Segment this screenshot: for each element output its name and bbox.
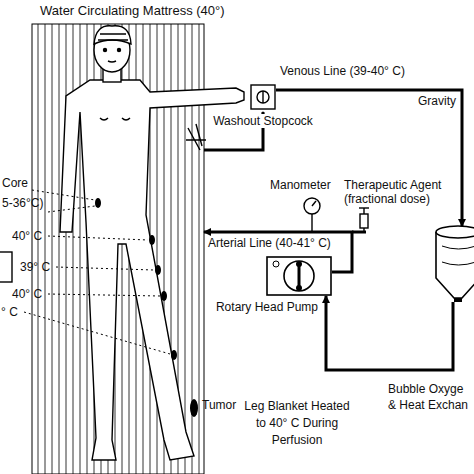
annotation-label: 40° C — [12, 287, 42, 301]
annotation-label: Core — [2, 176, 28, 190]
component-label: & Heat Exchan — [388, 398, 468, 412]
component-label: Rotary Head Pump — [216, 300, 318, 314]
syringe — [359, 208, 369, 232]
component-node: Bubble Oxyge& Heat Exchan — [432, 222, 474, 302]
manometer-gauge — [304, 198, 320, 232]
component-node: Rotary Head Pump — [266, 256, 332, 296]
annotation-label: ° C — [1, 305, 18, 319]
temperature-probes — [95, 198, 198, 417]
annotation-label: Water Circulating Mattress (40°) — [40, 4, 225, 18]
component-label: Washout Stopcock — [211, 114, 315, 128]
line-label: Venous Line (39-40° C) — [280, 64, 405, 78]
component-label: Bubble Oxyge — [388, 382, 463, 396]
annotation-label: 39° C — [20, 260, 50, 274]
annotation-label: Therapeutic Agent (fractional dose) — [344, 178, 468, 206]
perfusion-line — [326, 296, 453, 370]
tumor-mass — [190, 399, 198, 417]
component-node: Washout Stopcock — [250, 84, 276, 110]
oxygenator-icon — [432, 222, 474, 302]
annotation-label: Leg Blanket Heated to 40° C During Perfu… — [244, 398, 350, 449]
annotation-label: Manometer — [270, 178, 331, 192]
annotation-label: Gravity — [418, 94, 456, 108]
stopcock-icon — [250, 84, 276, 110]
annotation-label: 5-36°C) — [2, 196, 43, 210]
annotation-label: Tumor — [202, 398, 236, 412]
groin-cannulas — [186, 124, 206, 150]
temperature-display — [0, 252, 12, 282]
pump-icon — [266, 256, 332, 296]
annotation-label: Arterial Line (40-41° C) — [208, 236, 331, 250]
annotation-label: 40° C — [12, 229, 42, 243]
